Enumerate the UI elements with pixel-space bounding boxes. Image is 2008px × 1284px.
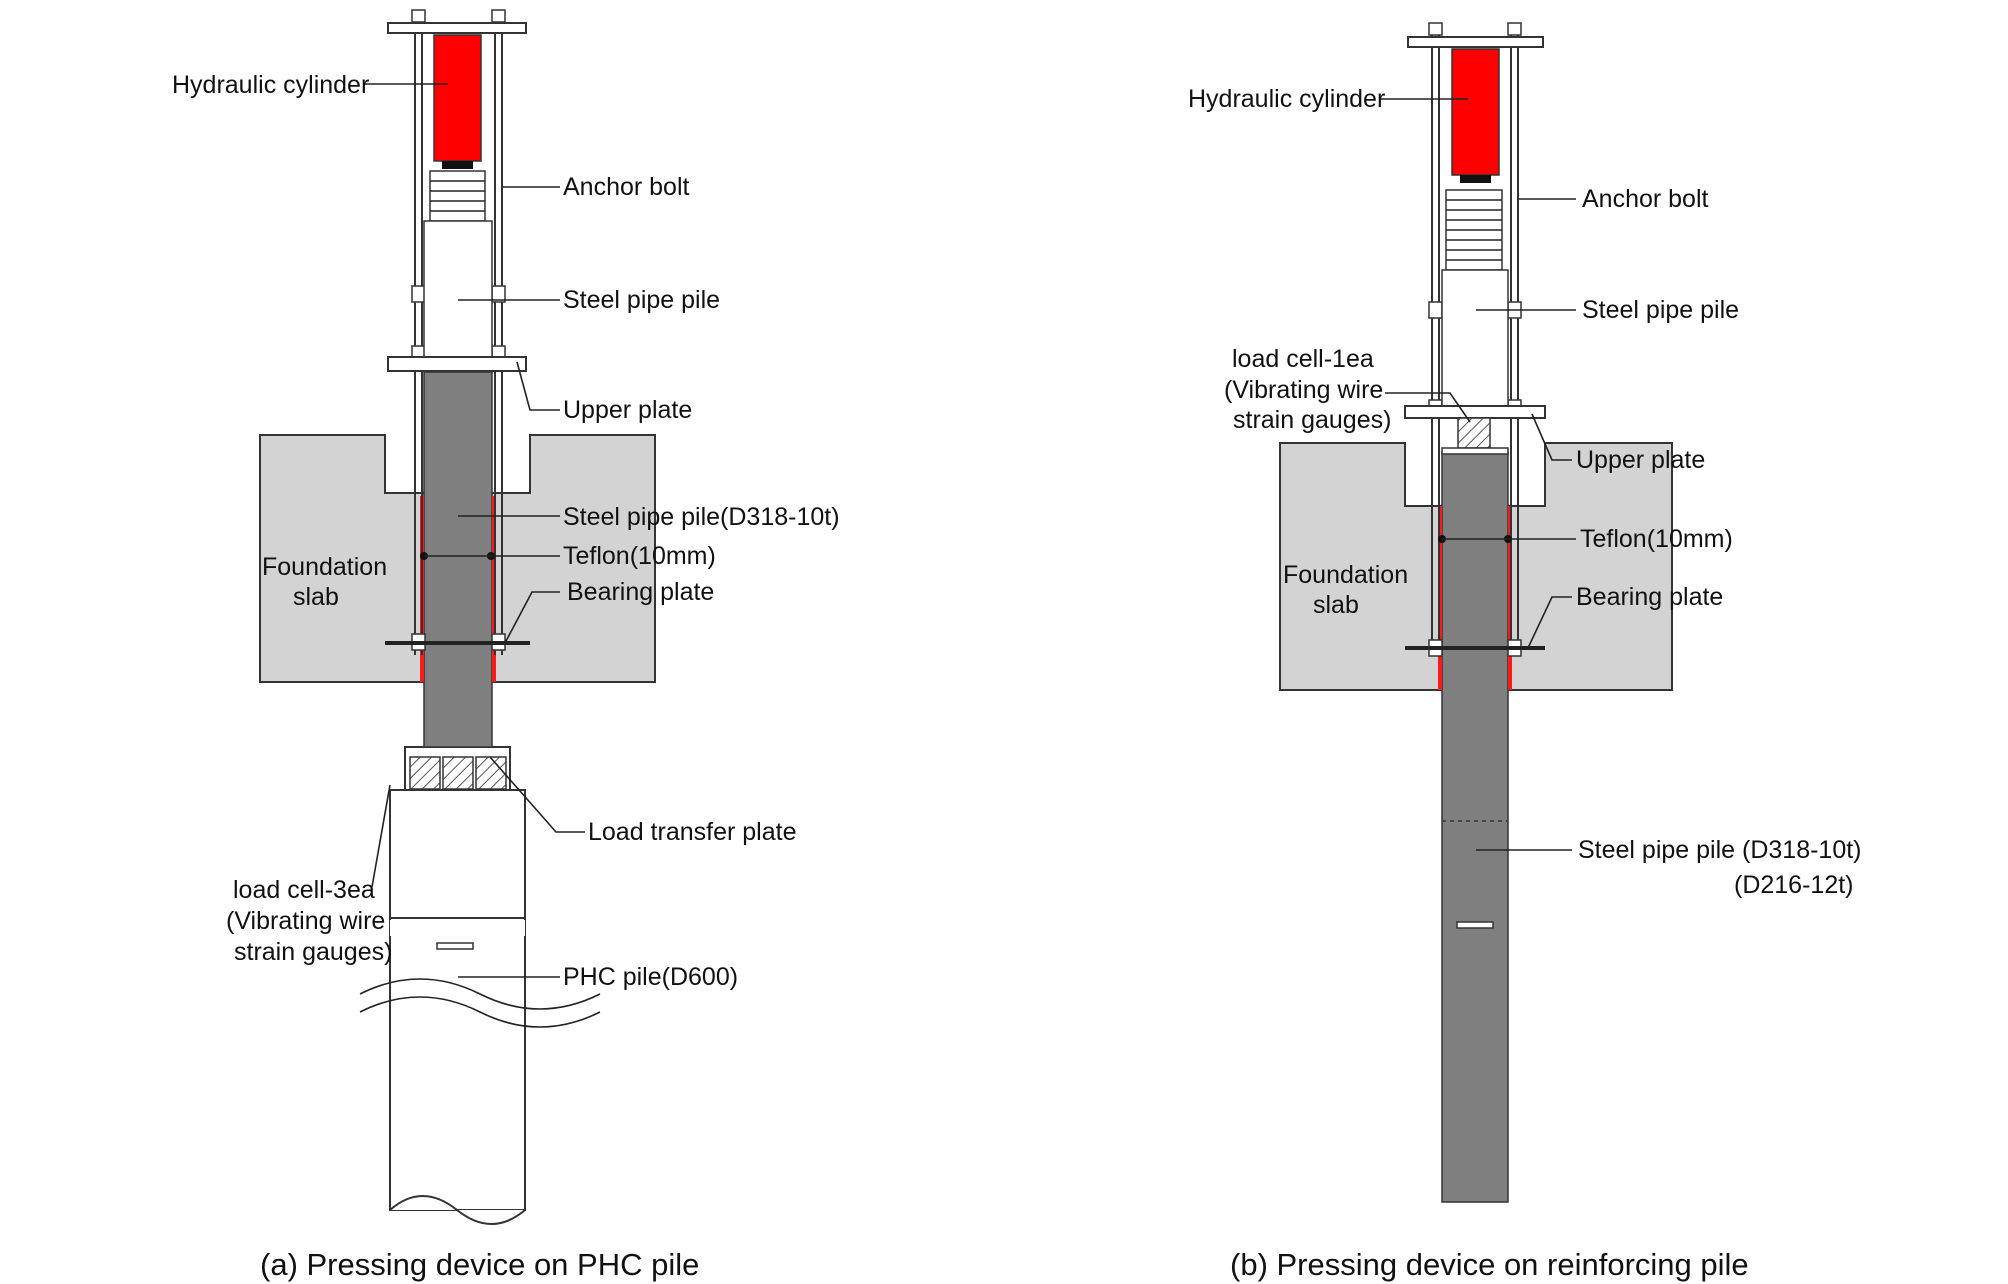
label-bearing-plate-b: Bearing plate — [1576, 583, 1723, 611]
label-teflon-b: Teflon(10mm) — [1580, 525, 1733, 553]
label-teflon-a: Teflon(10mm) — [563, 542, 716, 570]
label-bearing-plate-a: Bearing plate — [567, 578, 714, 606]
caption-b: (b) Pressing device on reinforcing pile — [1230, 1247, 1749, 1282]
steel-pipe-pile-upper-b — [1441, 269, 1509, 407]
spacer-block-a — [429, 170, 486, 222]
upper-plate-b — [1404, 405, 1546, 419]
load-cell-b — [1457, 417, 1491, 449]
label-load-transfer-plate: Load transfer plate — [588, 818, 796, 846]
label-steel-pipe-pile-spec-b-1: Steel pipe pile (D318-10t) — [1578, 836, 1862, 864]
label-anchor-bolt-b: Anchor bolt — [1582, 185, 1709, 213]
label-load-cell-b-2: (Vibrating wire — [1224, 376, 1383, 404]
label-slab-b: slab — [1313, 591, 1359, 619]
top-plate-b — [1407, 36, 1544, 48]
steel-pipe-pile-upper-a — [423, 220, 493, 358]
label-load-cell-b-1: load cell-1ea — [1232, 345, 1374, 373]
top-plate-a — [387, 22, 527, 34]
caption-a: (a) Pressing device on PHC pile — [260, 1247, 699, 1282]
label-load-cell-a-3: strain gauges) — [234, 938, 392, 966]
reinforcing-pile — [1441, 451, 1509, 1203]
label-foundation-a: Foundation — [262, 553, 387, 581]
label-load-cell-a-2: (Vibrating wire — [226, 907, 385, 935]
label-upper-plate-b: Upper plate — [1576, 446, 1705, 474]
load-cell — [442, 756, 474, 790]
panel-b: Hydraulic cylinder Anchor bolt Steel pip… — [1188, 22, 1862, 1282]
panel-a: Hydraulic cylinder Anchor bolt Steel pip… — [172, 9, 840, 1282]
label-upper-plate-a: Upper plate — [563, 396, 692, 424]
load-cell — [475, 756, 507, 790]
label-steel-pipe-pile-a: Steel pipe pile — [563, 286, 720, 314]
label-foundation-b: Foundation — [1283, 561, 1408, 589]
hydraulic-cylinder-b — [1451, 48, 1500, 176]
steel-pipe-pile-a — [423, 371, 493, 748]
load-cell — [409, 756, 441, 790]
label-steel-pipe-pile-spec-b-2: (D216-12t) — [1734, 871, 1854, 899]
label-hydraulic-cylinder-b: Hydraulic cylinder — [1188, 85, 1385, 113]
label-anchor-bolt-a: Anchor bolt — [563, 173, 690, 201]
label-phc-pile: PHC pile(D600) — [563, 963, 738, 991]
label-steel-pipe-pile-spec-a: Steel pipe pile(D318-10t) — [563, 503, 840, 531]
label-slab-a: slab — [293, 583, 339, 611]
hydraulic-cylinder-a — [433, 34, 482, 162]
label-hydraulic-cylinder-a: Hydraulic cylinder — [172, 71, 369, 99]
label-load-cell-a-1: load cell-3ea — [233, 876, 375, 904]
label-load-cell-b-3: strain gauges) — [1233, 406, 1391, 434]
upper-plate-a — [387, 356, 527, 372]
phc-pile-head — [389, 789, 526, 919]
label-steel-pipe-pile-b: Steel pipe pile — [1582, 296, 1739, 324]
